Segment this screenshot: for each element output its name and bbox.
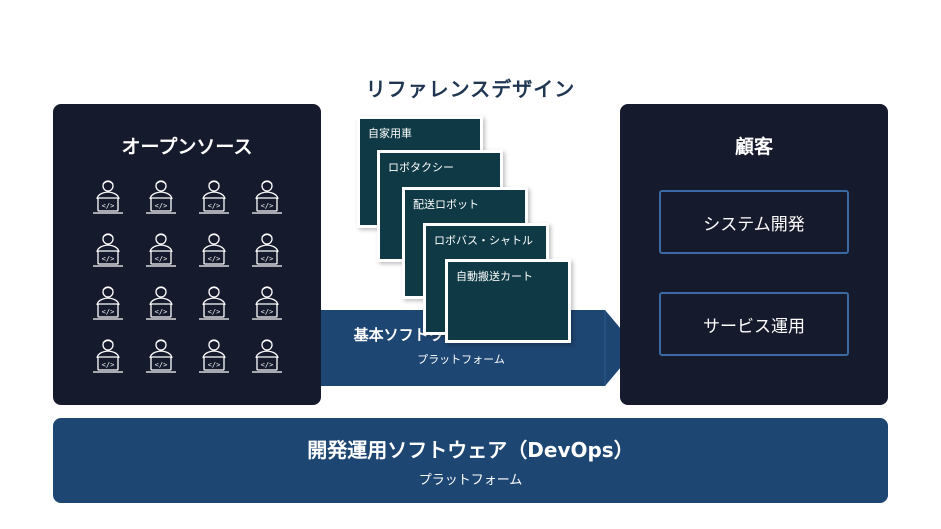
developer-at-laptop-icon: </> — [141, 284, 181, 324]
base-software-subtitle: プラットフォーム — [417, 353, 505, 366]
devops-platform-bar: 開発運用ソフトウェア（DevOps） プラットフォーム — [53, 418, 888, 503]
svg-text:</>: </> — [261, 255, 274, 263]
system-development-box: システム開発 — [659, 190, 849, 254]
developer-grid: </> </> </> </> </> </> </> </> </> </> </> </> </> <… — [88, 178, 286, 388]
developer-at-laptop-icon: </> — [247, 337, 287, 377]
developer-at-laptop-icon: </> — [194, 178, 234, 218]
developer-at-laptop-icon: </> — [194, 231, 234, 271]
svg-text:</>: </> — [102, 202, 115, 210]
customer-panel: 顧客 システム開発 サービス運用 — [620, 104, 888, 405]
developer-at-laptop-icon: </> — [247, 284, 287, 324]
open-source-title: オープンソース — [121, 136, 253, 158]
svg-text:</>: </> — [208, 308, 221, 316]
open-source-panel: オープンソース </></></></></></></></></></></… — [53, 104, 321, 405]
svg-text:</>: </> — [155, 255, 168, 263]
svg-text:</>: </> — [155, 361, 168, 369]
developer-at-laptop-icon: </> — [88, 178, 128, 218]
svg-text:</>: </> — [208, 202, 221, 210]
developer-at-laptop-icon: </> — [141, 337, 181, 377]
svg-text:</>: </> — [102, 361, 115, 369]
developer-at-laptop-icon: </> — [88, 337, 128, 377]
developer-at-laptop-icon: </> — [141, 178, 181, 218]
devops-bar-subtitle: プラットフォーム — [418, 473, 523, 488]
svg-text:</>: </> — [261, 308, 274, 316]
developer-at-laptop-icon: </> — [247, 231, 287, 271]
svg-text:</>: </> — [261, 202, 274, 210]
developer-at-laptop-icon: </> — [247, 178, 287, 218]
diagram-title: リファレンスデザイン — [365, 77, 576, 101]
developer-at-laptop-icon: </> — [141, 231, 181, 271]
svg-text:</>: </> — [155, 202, 168, 210]
svg-text:</>: </> — [208, 255, 221, 263]
developer-at-laptop-icon: </> — [194, 284, 234, 324]
developer-at-laptop-icon: </> — [88, 284, 128, 324]
service-operation-box: サービス運用 — [659, 292, 849, 356]
svg-text:</>: </> — [102, 255, 115, 263]
svg-text:</>: </> — [102, 308, 115, 316]
reference-card: 自動搬送カート — [445, 259, 571, 343]
svg-text:</>: </> — [155, 308, 168, 316]
developer-at-laptop-icon: </> — [194, 337, 234, 377]
devops-bar-title: 開発運用ソフトウェア（DevOps） — [307, 438, 634, 462]
svg-text:</>: </> — [208, 361, 221, 369]
svg-text:</>: </> — [261, 361, 274, 369]
customer-title: 顧客 — [734, 136, 773, 158]
developer-at-laptop-icon: </> — [88, 231, 128, 271]
